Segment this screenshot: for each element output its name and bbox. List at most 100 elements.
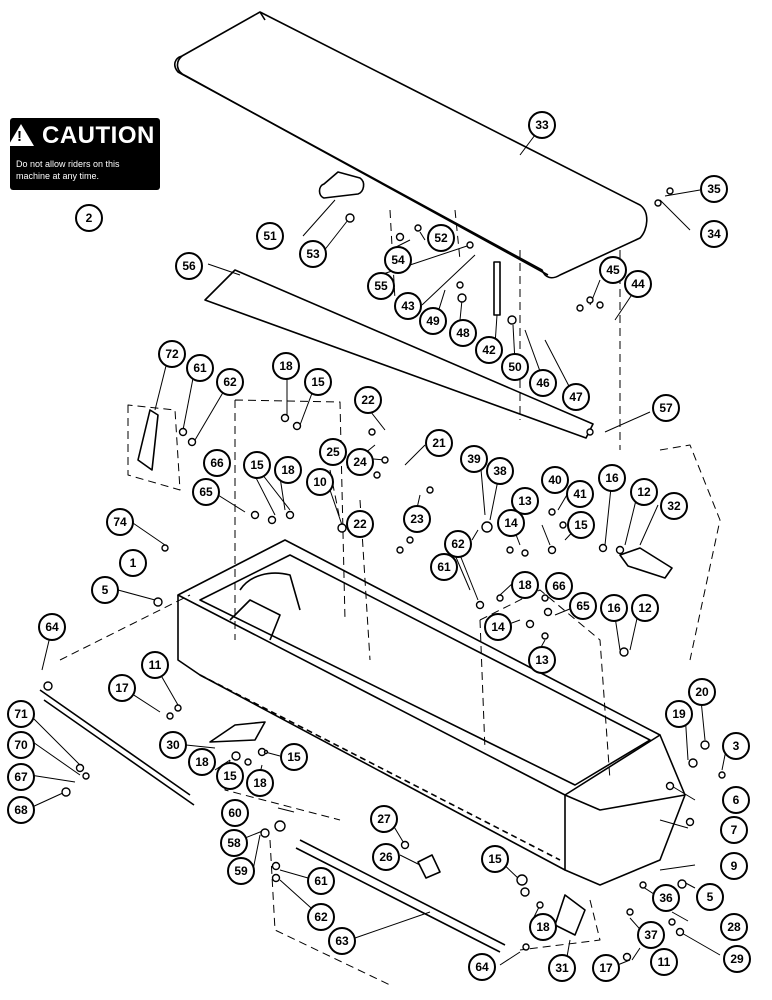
bracket-32 <box>619 547 673 579</box>
callout-52: 52 <box>427 224 455 252</box>
callout-29: 29 <box>723 945 751 973</box>
callout-27: 27 <box>370 805 398 833</box>
callout-18d: 18 <box>188 748 216 776</box>
callout-55: 55 <box>367 272 395 300</box>
callout-58: 58 <box>220 829 248 857</box>
callout-61c: 61 <box>307 867 335 895</box>
callout-5b: 5 <box>696 883 724 911</box>
callout-57: 57 <box>652 394 680 422</box>
callout-41: 41 <box>566 480 594 508</box>
callout-18: 18 <box>272 352 300 380</box>
callout-12: 12 <box>630 478 658 506</box>
callout-28: 28 <box>720 913 748 941</box>
guard-30 <box>209 721 266 743</box>
exclamation-icon: ! <box>17 128 22 145</box>
callout-62c: 62 <box>307 903 335 931</box>
callout-15d: 15 <box>216 762 244 790</box>
callout-7: 7 <box>720 816 748 844</box>
callout-11: 11 <box>141 651 169 679</box>
warning-triangle-icon <box>8 124 34 146</box>
callout-56: 56 <box>175 252 203 280</box>
callout-15: 15 <box>304 368 332 396</box>
callout-67: 67 <box>7 763 35 791</box>
callout-9: 9 <box>720 852 748 880</box>
callout-45: 45 <box>599 256 627 284</box>
callout-40: 40 <box>541 466 569 494</box>
callout-49: 49 <box>419 307 447 335</box>
callout-43: 43 <box>394 292 422 320</box>
rod-63 <box>295 839 506 953</box>
callout-47: 47 <box>562 383 590 411</box>
callout-63: 63 <box>328 927 356 955</box>
callout-5: 5 <box>91 576 119 604</box>
callout-25: 25 <box>319 438 347 466</box>
callout-6: 6 <box>722 786 750 814</box>
callout-12b: 12 <box>631 594 659 622</box>
callout-65b: 65 <box>569 592 597 620</box>
callout-14: 14 <box>497 509 525 537</box>
plate-26 <box>417 854 441 879</box>
callout-30: 30 <box>159 731 187 759</box>
callout-54: 54 <box>384 246 412 274</box>
main-body <box>177 539 686 886</box>
callout-26: 26 <box>372 843 400 871</box>
callout-66: 66 <box>203 449 231 477</box>
callout-15f: 15 <box>481 845 509 873</box>
callout-34: 34 <box>700 220 728 248</box>
callout-23: 23 <box>403 505 431 533</box>
callout-38: 38 <box>486 457 514 485</box>
callout-31: 31 <box>548 954 576 982</box>
roller-part <box>318 171 365 199</box>
callout-64b: 64 <box>468 953 496 981</box>
callout-48: 48 <box>449 319 477 347</box>
callout-66b: 66 <box>545 572 573 600</box>
callout-2: 2 <box>75 204 103 232</box>
callout-15b: 15 <box>243 451 271 479</box>
callout-61: 61 <box>186 354 214 382</box>
callout-64: 64 <box>38 613 66 641</box>
callout-42: 42 <box>475 336 503 364</box>
callout-53: 53 <box>299 240 327 268</box>
callout-15e: 15 <box>280 743 308 771</box>
rod-71 <box>39 689 195 806</box>
callout-17b: 17 <box>592 954 620 982</box>
callout-46: 46 <box>529 369 557 397</box>
callout-11b: 11 <box>650 948 678 976</box>
callout-35: 35 <box>700 175 728 203</box>
callout-59: 59 <box>227 857 255 885</box>
callout-70: 70 <box>7 731 35 759</box>
callout-74: 74 <box>106 508 134 536</box>
callout-16: 16 <box>598 464 626 492</box>
callout-62: 62 <box>216 368 244 396</box>
callout-17: 17 <box>108 674 136 702</box>
callout-60: 60 <box>221 799 249 827</box>
callout-18f: 18 <box>529 913 557 941</box>
callout-32: 32 <box>660 492 688 520</box>
callout-22b: 22 <box>346 510 374 538</box>
callout-1: 1 <box>119 549 147 577</box>
callout-18e: 18 <box>246 769 274 797</box>
callout-22: 22 <box>354 386 382 414</box>
callout-15c: 15 <box>567 511 595 539</box>
caution-heading: CAUTION <box>42 122 155 149</box>
callout-44: 44 <box>624 270 652 298</box>
bracket-31 <box>554 894 586 936</box>
callout-36: 36 <box>652 884 680 912</box>
callout-65: 65 <box>192 478 220 506</box>
callout-51: 51 <box>256 222 284 250</box>
callout-18c: 18 <box>511 571 539 599</box>
callout-71: 71 <box>7 700 35 728</box>
callout-21: 21 <box>425 429 453 457</box>
callout-50: 50 <box>501 353 529 381</box>
callout-68: 68 <box>7 796 35 824</box>
caution-decal: ! CAUTION Do not allow riders on this ma… <box>8 118 160 190</box>
bracket-42 <box>493 261 501 316</box>
callout-72: 72 <box>158 340 186 368</box>
callout-19: 19 <box>665 700 693 728</box>
callout-16b: 16 <box>600 594 628 622</box>
caution-message: Do not allow riders on this machine at a… <box>16 159 120 181</box>
top-cover-panel <box>173 11 648 279</box>
callout-24: 24 <box>346 448 374 476</box>
callout-61b: 61 <box>430 553 458 581</box>
